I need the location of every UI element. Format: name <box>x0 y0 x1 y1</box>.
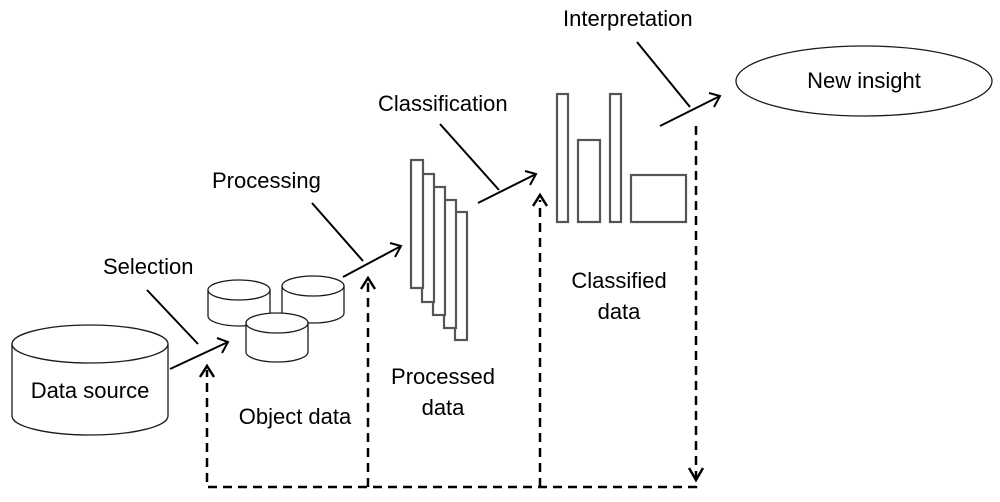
selection-arrow <box>169 337 230 370</box>
processed-data-label-line2: data <box>422 395 466 420</box>
object-data-cylinders <box>207 275 345 363</box>
classification-label: Classification <box>378 91 508 116</box>
classified-data-label-line1: Classified <box>571 268 666 293</box>
step-pointer-lines <box>146 41 691 345</box>
classified-data-label-line2: data <box>598 299 642 324</box>
new-insight-label: New insight <box>807 68 921 93</box>
selection-label: Selection <box>103 254 194 279</box>
feedback-loop-dashed <box>198 126 705 489</box>
interpretation-label: Interpretation <box>563 6 693 31</box>
processing-label: Processing <box>212 168 321 193</box>
new-insight-ellipse <box>735 45 993 117</box>
processing-arrow <box>342 242 403 278</box>
processed-data-stack <box>409 158 469 342</box>
classified-data-bars <box>555 92 688 224</box>
processed-data-label-line1: Processed <box>391 364 495 389</box>
interpretation-arrow <box>659 92 722 127</box>
object-data-label: Object data <box>239 404 352 429</box>
data-source-label: Data source <box>31 378 150 403</box>
data-source-cylinder <box>11 324 169 436</box>
classification-arrow <box>477 170 538 204</box>
